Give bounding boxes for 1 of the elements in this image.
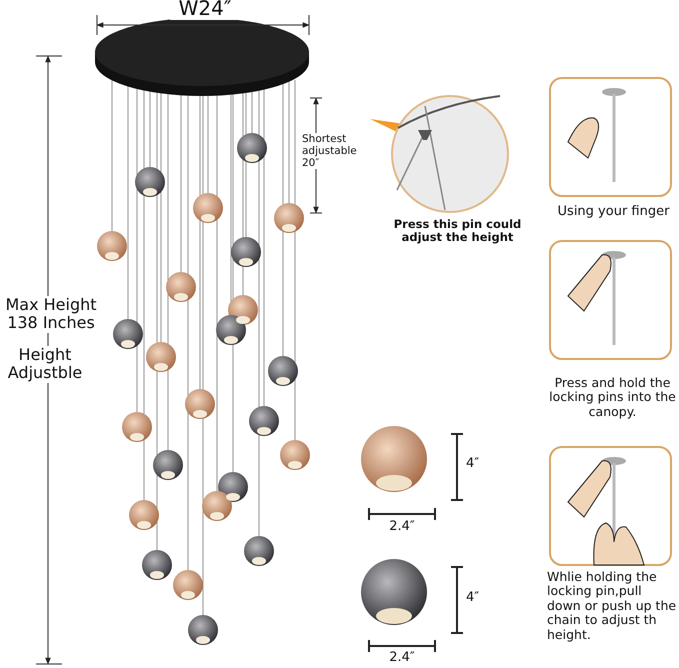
- dimension-label: W24″: [170, 0, 240, 20]
